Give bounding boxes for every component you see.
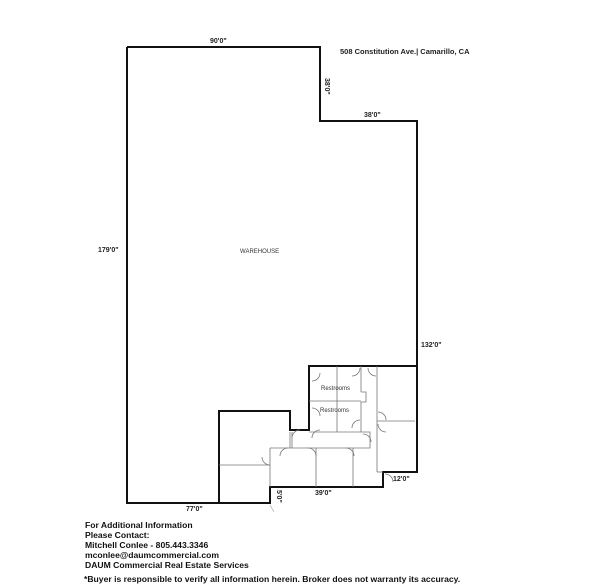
contact-heading: For Additional Information: [85, 520, 193, 530]
room-label-warehouse: WAREHOUSE: [240, 249, 280, 255]
contact-name-phone: Mitchell Conlee - 805.443.3346: [85, 540, 209, 550]
dim-upper-step-height: 38'0": [323, 78, 330, 95]
contact-email: mconlee@daumcommercial.com: [85, 550, 219, 560]
room-label-restrooms-2: Restrooms: [320, 408, 350, 414]
dim-right-height: 132'0": [421, 342, 442, 349]
property-address: 508 Constitution Ave.| Camarillo, CA: [340, 47, 470, 56]
room-label-restrooms-1: Restrooms: [321, 386, 351, 392]
contact-block: For Additional Information Please Contac…: [85, 520, 249, 570]
office-wall-left: [218, 365, 417, 503]
dim-left-height: 179'0": [98, 247, 119, 254]
dim-upper-step-width: 38'0": [364, 112, 381, 119]
disclaimer-text: *Buyer is responsible to verify all info…: [84, 574, 461, 584]
interior-walls: [219, 366, 415, 513]
contact-prompt: Please Contact:: [85, 530, 150, 540]
contact-company: DAUM Commercial Real Estate Services: [85, 560, 249, 570]
dim-bottom-notch: 5'0": [275, 490, 282, 503]
dim-bottom-middle: 39'0": [315, 490, 332, 497]
dim-bottom-left: 77'0": [186, 506, 203, 513]
dim-bottom-right-jog: 12'0": [393, 476, 410, 483]
dim-top-width: 90'0": [210, 38, 227, 45]
